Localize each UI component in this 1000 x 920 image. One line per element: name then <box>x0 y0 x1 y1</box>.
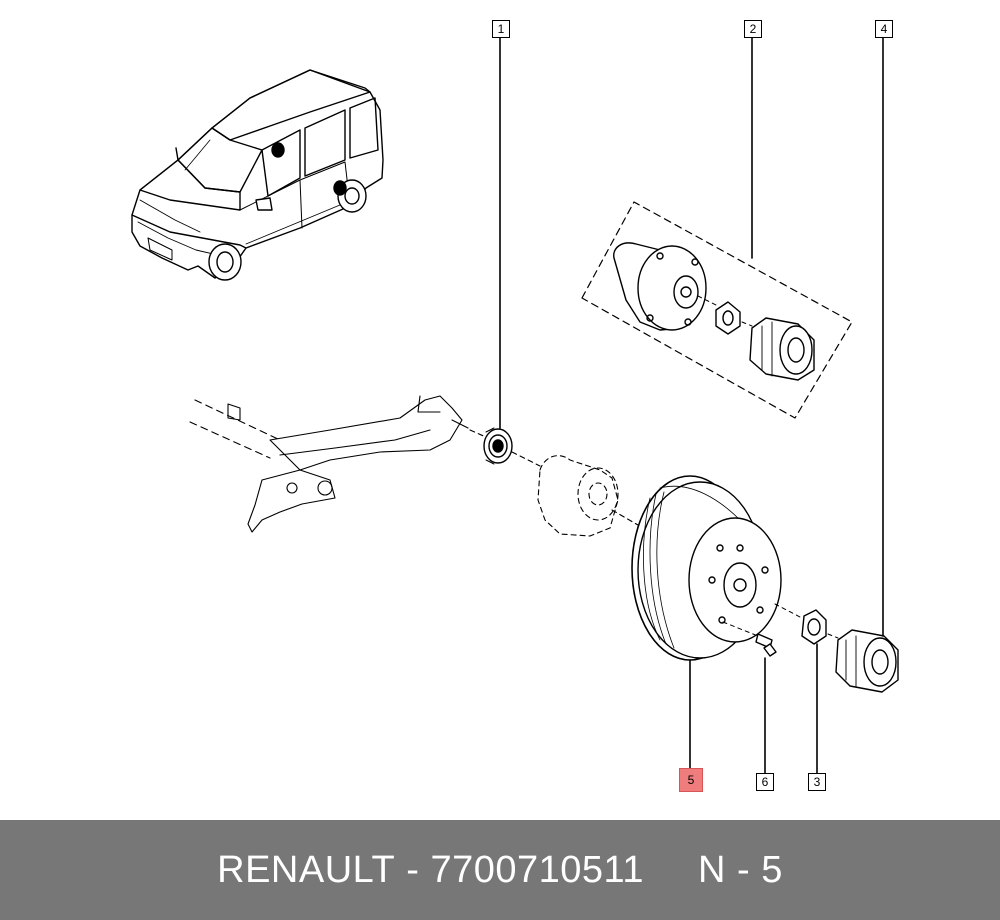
callout-5-highlighted[interactable]: 5 <box>679 768 703 792</box>
part-6-bolt <box>722 621 777 657</box>
exploded-parts-diagram <box>131 36 899 774</box>
callout-1[interactable]: 1 <box>492 20 510 38</box>
hub-phantom <box>511 451 651 537</box>
rear-axle-beam <box>189 395 489 533</box>
part-number: 7700710511 <box>430 848 644 891</box>
footer-separator: - <box>406 848 420 891</box>
diagram-reference: N - 5 <box>698 848 783 891</box>
part-4-bearing <box>827 629 899 693</box>
callout-3[interactable]: 3 <box>808 773 826 791</box>
brand-name: RENAULT <box>217 848 396 891</box>
part-5-brake-drum <box>631 475 782 661</box>
vehicle-illustration <box>131 69 384 281</box>
callout-4[interactable]: 4 <box>875 20 893 38</box>
callout-2[interactable]: 2 <box>744 20 762 38</box>
part-2-hub-kit <box>581 201 853 419</box>
callout-6[interactable]: 6 <box>756 773 774 791</box>
leader-lines <box>499 36 884 774</box>
part-1-seal <box>483 427 513 465</box>
part-info-footer: RENAULT - 7700710511 N - 5 <box>0 820 1000 920</box>
part-3-nut <box>774 603 827 645</box>
